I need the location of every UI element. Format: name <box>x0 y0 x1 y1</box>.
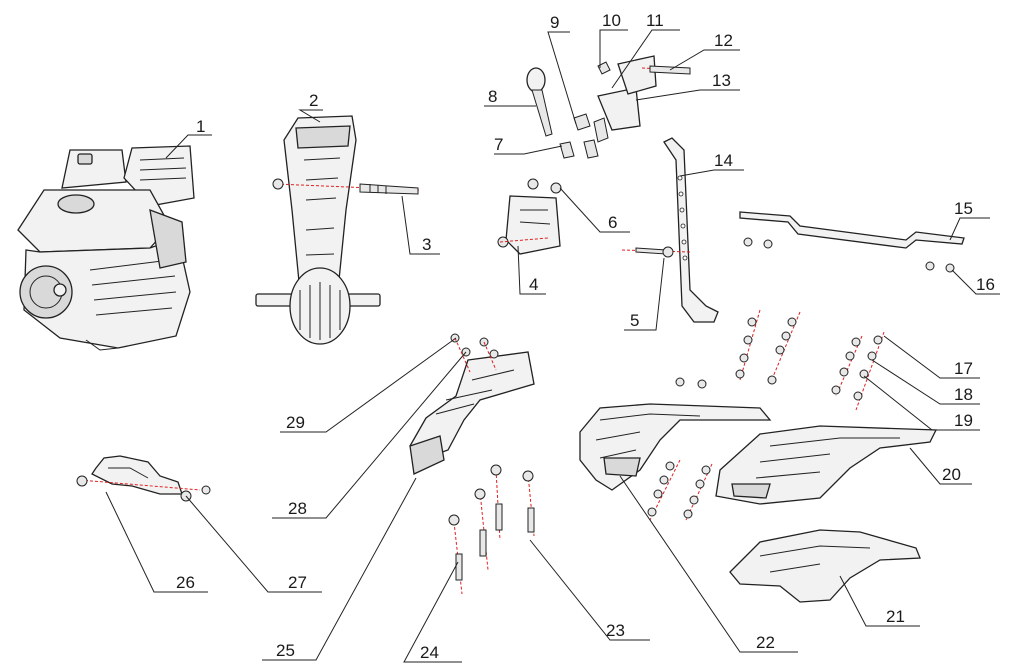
callout-24: 24 <box>420 643 439 662</box>
callout-26: 26 <box>176 573 195 592</box>
left-tine-shield <box>579 403 772 491</box>
callout-8: 8 <box>488 87 497 106</box>
callout-27: 27 <box>288 573 307 592</box>
callout-16: 16 <box>976 275 995 294</box>
callout-5: 5 <box>630 311 639 330</box>
callout-15: 15 <box>954 199 973 218</box>
mounting-bolts <box>448 464 535 595</box>
callout-18: 18 <box>954 385 973 404</box>
rear-tine-guard <box>729 529 921 603</box>
callout-1: 1 <box>196 117 205 136</box>
hitch-pin <box>526 67 553 137</box>
callout-13: 13 <box>712 71 731 90</box>
shield-fasteners <box>647 309 885 521</box>
callout-7: 7 <box>494 135 503 154</box>
callout-10: 10 <box>602 11 621 30</box>
callout-21: 21 <box>886 607 905 626</box>
depth-stick <box>663 137 719 323</box>
callout-23: 23 <box>606 621 625 640</box>
callout-29: 29 <box>286 413 305 432</box>
transmission-housing <box>255 115 421 345</box>
right-tine-shield <box>715 425 938 505</box>
callout-11: 11 <box>646 11 664 30</box>
callout-25: 25 <box>276 641 295 660</box>
callout-6: 6 <box>608 213 617 232</box>
leader-lines <box>105 29 1000 663</box>
callout-19: 19 <box>954 411 973 430</box>
shield-mounting-bracket <box>409 333 535 475</box>
callout-9: 9 <box>550 13 559 32</box>
connecting-bar <box>739 211 965 273</box>
engine <box>17 145 195 351</box>
lock-pin <box>621 246 691 258</box>
callout-28: 28 <box>288 499 307 518</box>
drive-shaft-bolt <box>359 183 419 195</box>
callout-2: 2 <box>309 91 318 110</box>
callout-4: 4 <box>529 275 538 294</box>
depth-bracket <box>497 178 562 255</box>
callout-20: 20 <box>942 465 961 484</box>
callout-22: 22 <box>756 633 775 652</box>
callout-3: 3 <box>422 235 431 254</box>
callout-17: 17 <box>954 359 973 378</box>
callout-14: 14 <box>714 151 733 170</box>
callout-labels: 1 2 3 4 5 6 7 8 9 10 11 12 13 14 15 16 1… <box>176 11 995 662</box>
callout-12: 12 <box>714 31 733 50</box>
front-bumper <box>76 455 211 502</box>
